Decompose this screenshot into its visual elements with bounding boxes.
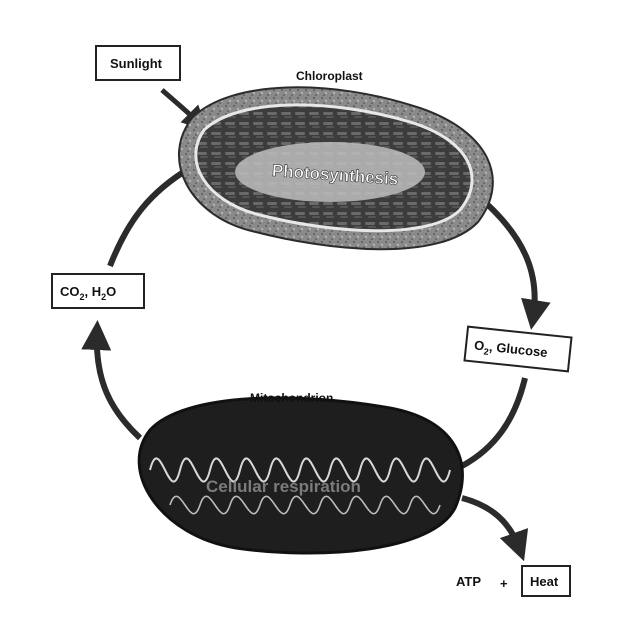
co2-h2o-input: CO2, H2O: [52, 274, 144, 308]
sunlight-label: Sunlight: [110, 56, 163, 71]
sunlight-input: Sunlight: [96, 46, 180, 80]
mitochondrion-title: Mitochondrion: [250, 391, 333, 405]
plus-sign: +: [500, 576, 508, 591]
atp-heat-product: ATP + Heat: [456, 566, 570, 596]
mitochondrion: Mitochondrion Cellular respiration: [139, 391, 462, 553]
arrow-mitochondrion-to-co2: [97, 332, 140, 438]
atp-label: ATP: [456, 574, 481, 589]
arrow-chloroplast-to-products: [488, 205, 535, 318]
chloroplast-title: Chloroplast: [296, 69, 363, 83]
arrow-co2-to-chloroplast: [110, 168, 190, 266]
heat-label: Heat: [530, 574, 559, 589]
o2-glucose-product: O2, Glucose: [465, 327, 572, 372]
mitochondrion-process-label: Cellular respiration: [206, 477, 361, 496]
arrow-products-to-mitochondrion: [462, 378, 525, 466]
arrow-mitochondrion-to-energy: [462, 498, 520, 550]
chloroplast: Chloroplast Photosynthesis: [179, 69, 493, 249]
mitochondrion-outer-membrane: [139, 398, 462, 553]
